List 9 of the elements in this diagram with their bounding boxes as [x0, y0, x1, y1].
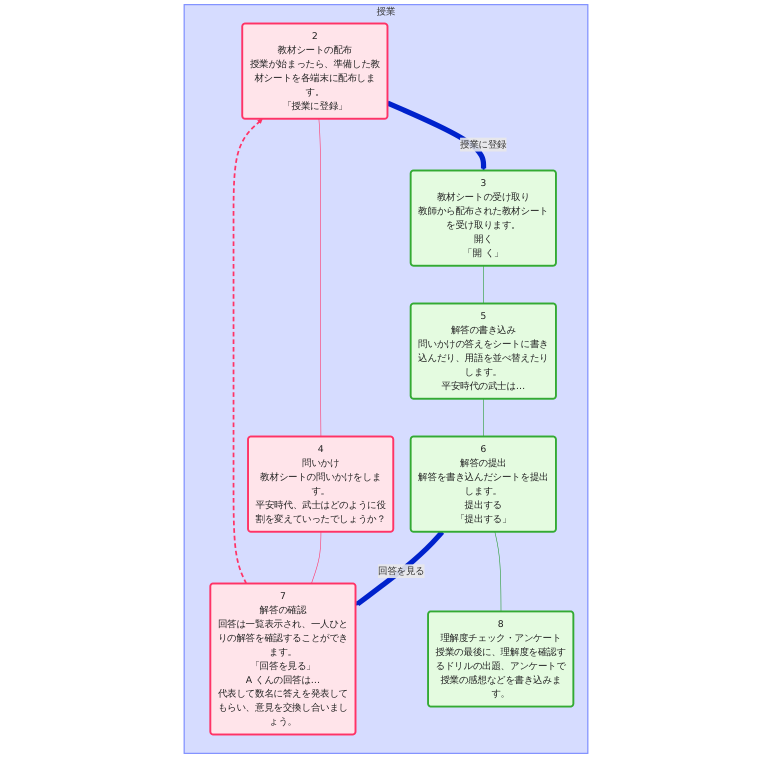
arrow [356, 530, 444, 606]
arrow [232, 118, 263, 584]
connector [318, 118, 322, 438]
edge-label: 回答を見る [378, 565, 425, 576]
connector [483, 266, 484, 304]
connector [494, 532, 502, 612]
connector [311, 532, 322, 584]
connector [483, 398, 484, 438]
edge-label: 授業に登録 [460, 138, 507, 150]
